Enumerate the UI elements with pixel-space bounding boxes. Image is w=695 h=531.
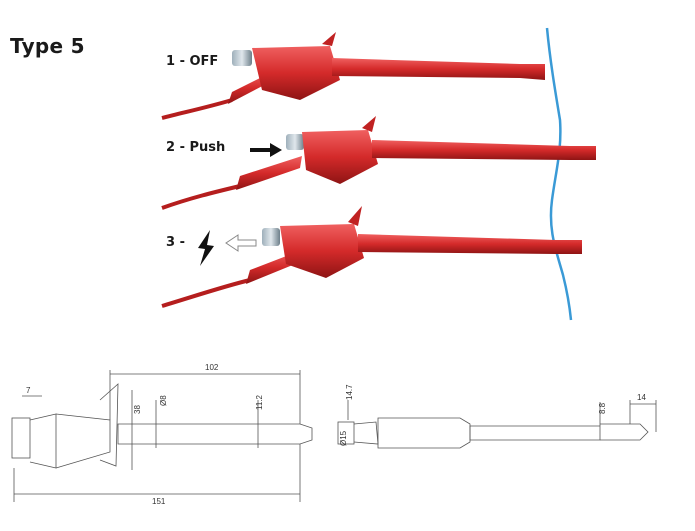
page-title: Type 5: [10, 34, 85, 58]
dim-151: 151: [152, 497, 166, 506]
arrow-right-icon: [250, 143, 282, 157]
probe-3-release: [161, 206, 582, 308]
step-3-label: 3 -: [166, 235, 185, 250]
probe-1-off: [161, 32, 545, 120]
top-view-drawing: [337, 400, 657, 449]
step-2-label: 2 - Push: [166, 140, 226, 155]
dim-8-8: 8.8: [598, 402, 607, 414]
dim-14: 14: [637, 393, 646, 402]
dim-11-2: 11.2: [255, 394, 264, 410]
probe-2-push: [161, 116, 596, 210]
side-view-drawing: [11, 370, 313, 502]
dim-d8: Ø8: [159, 395, 168, 406]
dim-7: 7: [26, 386, 31, 395]
blue-wire: [545, 27, 573, 321]
lightning-icon: [198, 230, 214, 266]
dim-38: 38: [133, 405, 142, 414]
step-1-label: 1 - OFF: [166, 54, 219, 69]
arrow-left-icon: [225, 234, 257, 252]
dim-102: 102: [205, 363, 219, 372]
dim-14-7: 14.7: [345, 384, 354, 400]
dim-d15: Ø15: [339, 430, 348, 446]
